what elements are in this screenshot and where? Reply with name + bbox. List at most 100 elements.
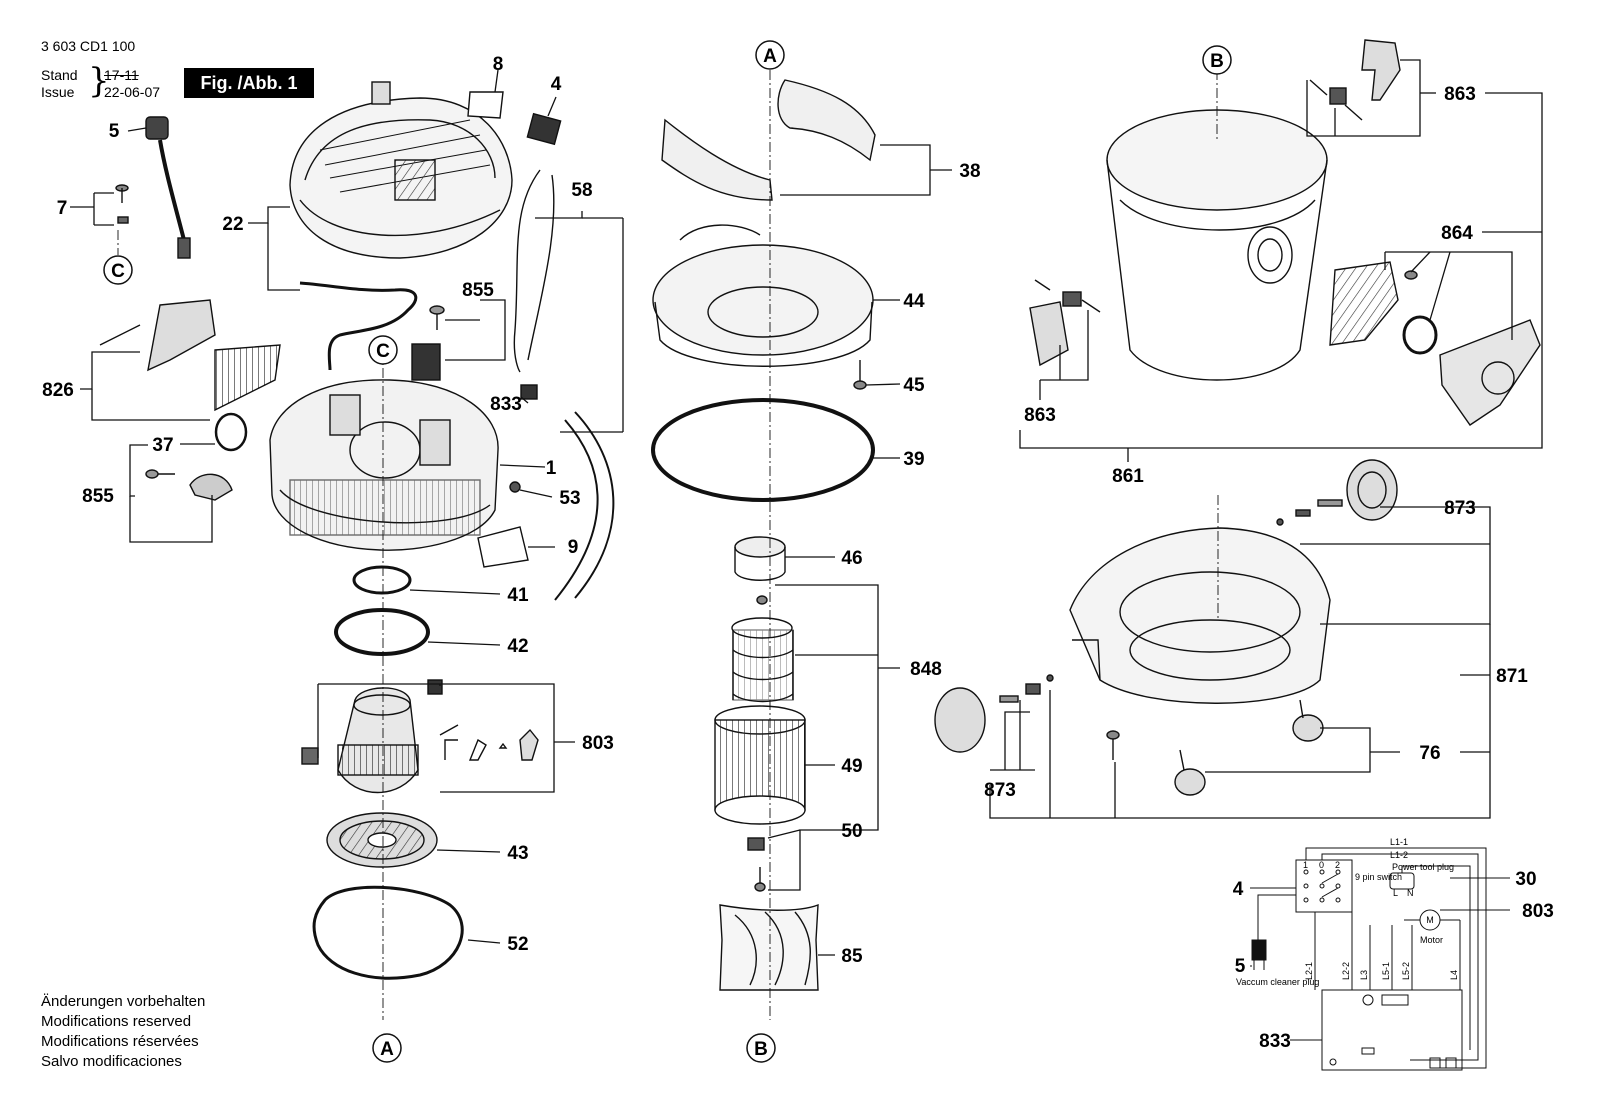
note-en: Modifications reserved — [41, 1013, 192, 1030]
screw-part-7 — [115, 184, 129, 224]
o-ring-part-37 — [214, 412, 248, 452]
clamp-part-50 — [747, 837, 766, 892]
plug-l: L — [1393, 888, 1398, 898]
callout-41: 41 — [507, 585, 529, 606]
wiring-labels: L1-1 L1-2 1 0 2 9 pin switch Power tool … — [1236, 837, 1459, 987]
screw-part-45 — [853, 360, 867, 390]
callout-50: 50 — [841, 821, 862, 842]
callout-30: 30 — [1515, 869, 1536, 890]
callout-49: 49 — [841, 756, 862, 777]
callout-5: 5 — [109, 121, 120, 142]
figure-badge: Fig. /Abb. 1 — [184, 68, 314, 98]
switch-contacts — [1303, 869, 1341, 903]
callout-5-wiring: 5 — [1235, 956, 1246, 977]
switch-pin-1: 1 — [1303, 860, 1308, 870]
callout-803-wiring: 803 — [1522, 901, 1554, 922]
filter-cartridge-part-49 — [714, 705, 806, 825]
svg-text:C: C — [111, 261, 125, 282]
marker-a-bottom: A — [372, 1033, 402, 1063]
wire-l2-1: L2-1 — [1304, 962, 1314, 980]
svg-text:A: A — [380, 1039, 394, 1060]
callout-7: 7 — [57, 198, 68, 219]
wire-l3: L3 — [1359, 970, 1369, 980]
callout-37: 37 — [152, 435, 173, 456]
callout-833-wiring: 833 — [1259, 1031, 1291, 1052]
callout-8: 8 — [493, 54, 504, 75]
callout-833: 833 — [490, 394, 522, 415]
ring-part-42 — [334, 608, 430, 656]
marker-b-top: B — [1202, 45, 1232, 75]
callout-864: 864 — [1441, 223, 1473, 244]
bag-folds — [734, 911, 811, 986]
callout-9: 9 — [568, 537, 579, 558]
note-fr: Modifications réservées — [41, 1033, 199, 1050]
callout-826: 826 — [42, 380, 74, 401]
svg-text:C: C — [376, 341, 390, 362]
label-part-8 — [467, 91, 504, 119]
plug-n: N — [1407, 888, 1414, 898]
callout-848: 848 — [910, 659, 942, 680]
callout-76: 76 — [1419, 743, 1440, 764]
callout-863-top: 863 — [1444, 84, 1476, 105]
seal-part-39 — [651, 398, 875, 502]
callout-873-left: 873 — [984, 780, 1016, 801]
wire-part-22 — [299, 281, 418, 371]
port-part-864 — [1329, 261, 1541, 426]
callout-803: 803 — [582, 733, 614, 754]
callout-43: 43 — [507, 843, 528, 864]
wire-l5-1: L5-1 — [1381, 962, 1391, 980]
svg-text:A: A — [763, 46, 777, 67]
terminal-part-833 — [520, 384, 538, 400]
callout-39: 39 — [903, 449, 924, 470]
callout-53: 53 — [559, 488, 580, 509]
wire-l1-1: L1-1 — [1390, 837, 1408, 847]
dust-bag-part-85 — [719, 903, 819, 991]
motor-part-803 — [301, 679, 539, 794]
base-part-871 — [1069, 527, 1331, 704]
wiring-diagram — [1250, 847, 1510, 1071]
wheel-part-873-left — [934, 674, 1054, 753]
nut-part-53 — [509, 481, 521, 493]
filter-cage-part-848 — [731, 595, 794, 703]
switch-pin-0: 0 — [1319, 860, 1324, 870]
note-de: Änderungen vorbehalten — [41, 993, 206, 1010]
vacuum-plug-label: Vaccum cleaner plug — [1236, 977, 1319, 987]
callout-42: 42 — [507, 636, 528, 657]
center-lines — [117, 70, 1219, 1020]
callout-863-left: 863 — [1024, 405, 1056, 426]
old-date: 17-11 — [104, 67, 139, 83]
lid-part-22 — [289, 81, 513, 259]
cap-part-46 — [734, 536, 786, 581]
power-tool-plug-label: Power tool plug — [1392, 862, 1454, 872]
connector-part-855-upper — [411, 305, 445, 381]
bracket-part-855-lower — [145, 469, 233, 501]
motor-symbol: M — [1426, 915, 1434, 925]
callout-85: 85 — [841, 946, 863, 967]
note-es: Salvo modificaciones — [41, 1053, 182, 1070]
castor-part-76 — [1174, 699, 1324, 796]
stand-label: Stand — [41, 67, 78, 83]
ring-part-41 — [352, 565, 412, 595]
callout-38: 38 — [959, 161, 980, 182]
wheel-part-873-right — [1276, 459, 1398, 526]
marker-a-top: A — [755, 40, 785, 70]
modification-notes: Änderungen vorbehalten Modifications res… — [41, 992, 205, 1072]
guide-part-38 — [661, 79, 876, 201]
screw-base — [1106, 730, 1120, 760]
callout-871: 871 — [1496, 666, 1528, 687]
new-date: 22-06-07 — [104, 84, 161, 100]
callout-855-lower: 855 — [82, 486, 114, 507]
callout-861: 861 — [1112, 466, 1144, 487]
issue-label: Issue — [41, 84, 75, 100]
marker-c-left: C — [103, 255, 133, 285]
callout-45: 45 — [903, 375, 925, 396]
svg-text:B: B — [754, 1039, 768, 1060]
wire-l4: L4 — [1449, 970, 1459, 980]
callout-4-wiring: 4 — [1233, 879, 1244, 900]
marker-c-center: C — [368, 335, 398, 365]
svg-text:B: B — [1210, 51, 1224, 72]
callout-855-upper: 855 — [462, 280, 494, 301]
wire-l5-2: L5-2 — [1401, 962, 1411, 980]
plate-part-9 — [477, 526, 529, 568]
